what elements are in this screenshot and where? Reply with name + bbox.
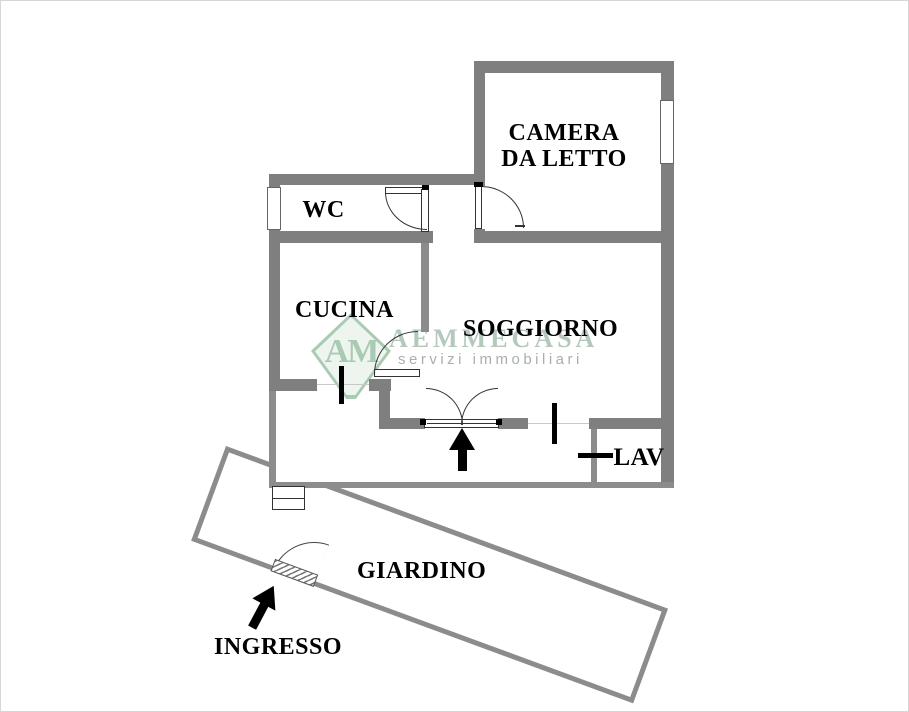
steps-divider [273,498,304,499]
watermark-tagline: servizi immobiliari [398,351,583,368]
wall-jog-vertical [379,379,390,429]
wall-kitchen-divider [421,243,429,332]
french-door-hinge-left [420,419,426,425]
room-label-bedroom-line1: CAMERA [508,120,620,146]
room-label-living: SOGGIORNO [463,316,619,342]
wall-wc-top [269,174,474,185]
wall-right-upper [661,61,674,100]
terrace-arrow-shaft [458,448,467,471]
room-label-garden: GIARDINO [357,558,487,584]
bedroom-door-open-tick [515,225,525,227]
room-label-laundry: LAV [613,444,665,471]
wall-wc-bottom [269,231,433,243]
wall-bedroom-bottom [474,231,674,243]
bedroom-door-hinge [474,182,483,187]
entrance-arrow-icon [234,577,289,638]
logo-monogram: AM [324,333,380,370]
opening-line-living [528,423,589,424]
wc-door-hinge [422,185,429,190]
french-door-hinge-right [496,419,502,425]
terrace-arrow-icon [449,428,475,450]
french-door-sill-line [427,423,496,424]
wall-left-top-stub [269,174,280,188]
room-label-entrance: INGRESSO [214,634,343,660]
wc-window [267,187,281,230]
wall-right-lower [661,164,674,488]
wall-kitchen-bottom-left [269,379,317,391]
bedroom-window [660,100,674,164]
wall-terrace-bottom [269,482,674,488]
room-label-wc: WC [302,197,345,223]
room-label-bedroom-line2: DA LETTO [501,146,627,172]
kitchen-opening-marker [339,366,344,404]
wall-left-lower-thin [269,391,276,486]
wall-bedroom-left-upper [474,61,485,186]
steps-box [272,486,305,510]
laundry-opening-marker [578,453,613,458]
living-opening-marker [552,403,557,444]
wall-living-bottom-c [589,418,674,429]
wall-living-bottom-b [498,418,528,429]
wall-living-bottom-a [379,418,425,429]
wall-left-mid [269,229,280,391]
wall-bedroom-top [474,61,674,73]
room-label-kitchen: CUCINA [295,297,394,323]
